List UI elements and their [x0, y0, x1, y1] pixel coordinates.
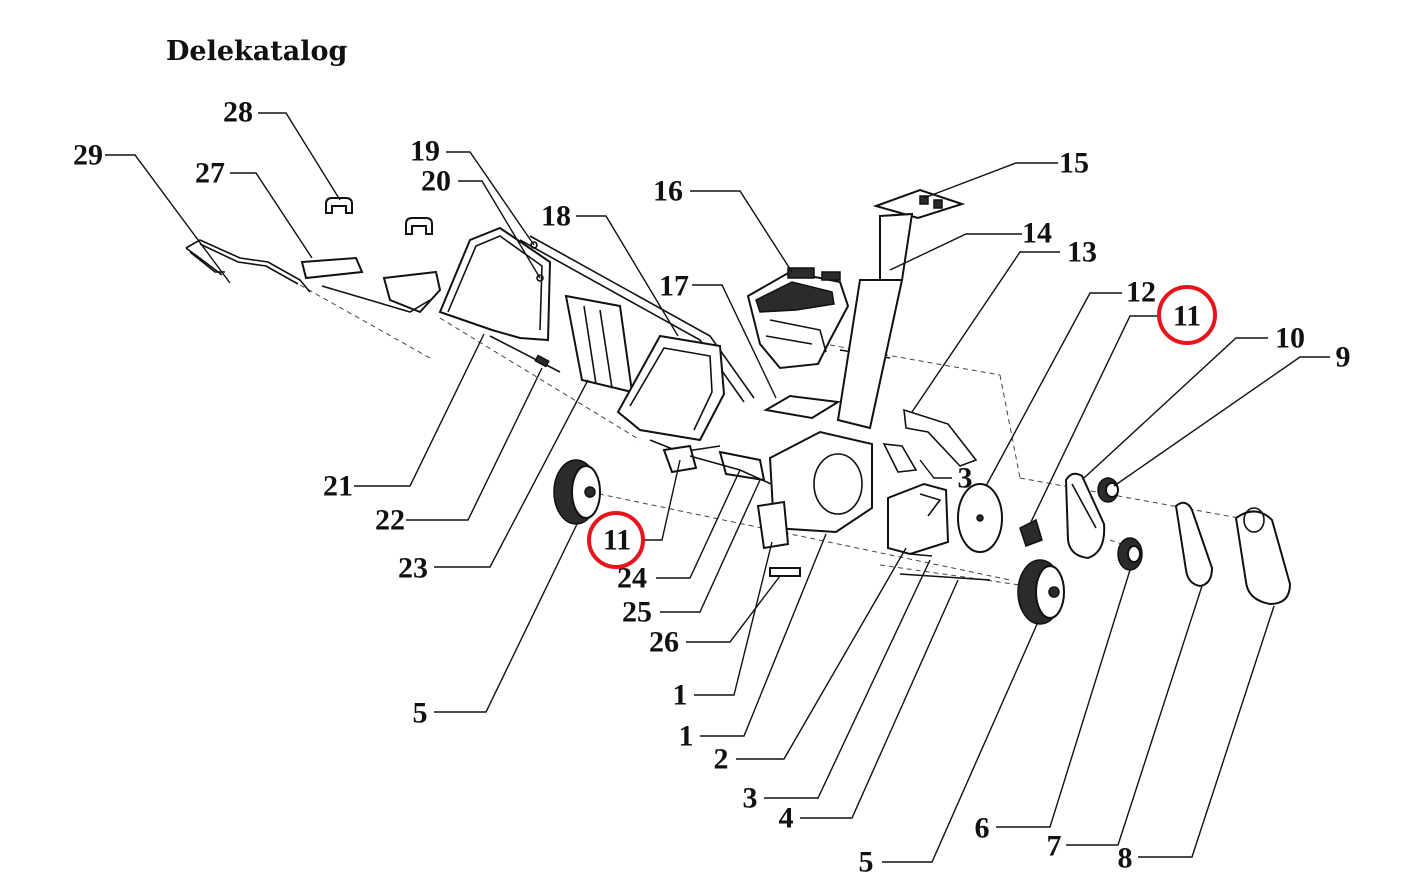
highlight-circle-11-lower: [587, 511, 645, 569]
v-belt-part: [1174, 501, 1214, 588]
callout-2: 2: [714, 743, 729, 776]
highlight-circles: [587, 285, 1217, 569]
callout-29: 29: [73, 139, 103, 172]
callout-8: 8: [1118, 842, 1133, 875]
small-pulley-part: [1117, 537, 1143, 571]
callout-27: 27: [195, 157, 225, 190]
hopper-frame-part: [438, 226, 755, 403]
callout-7: 7: [1047, 830, 1062, 863]
chute-part: [616, 334, 726, 453]
callout-15: 15: [1059, 147, 1089, 180]
drive-belt-part: [1064, 472, 1106, 560]
callout-5-right: 5: [859, 846, 874, 879]
callout-1-lower: 1: [679, 720, 694, 753]
callout-23: 23: [398, 552, 428, 585]
callout-11-lower: 11: [603, 524, 631, 557]
clip-part: [325, 197, 433, 235]
rod-part: [489, 335, 561, 373]
callout-20: 20: [421, 165, 451, 198]
callout-26: 26: [649, 626, 679, 659]
callout-28: 28: [223, 96, 253, 129]
chipper-housing-part: [756, 430, 873, 577]
callout-11-upper: 11: [1173, 300, 1201, 333]
callout-21: 21: [323, 470, 353, 503]
callout-14: 14: [1022, 217, 1052, 250]
hopper-plate-part: [300, 256, 442, 314]
callout-3-lower: 3: [743, 782, 758, 815]
pulley-part: [1097, 477, 1119, 503]
leader-lines: [105, 112, 1330, 863]
callout-22: 22: [375, 504, 405, 537]
callout-18: 18: [541, 200, 571, 233]
page-title: Delekatalog: [166, 36, 348, 67]
callout-13: 13: [1067, 236, 1097, 269]
callout-labels: 29 28 27 19 20 18 16 15 14 13 17 12 11 1…: [73, 96, 1351, 879]
belt-guard-part: [1234, 507, 1292, 606]
engine-part: [746, 267, 891, 370]
callout-1-upper: 1: [673, 679, 688, 712]
side-panel-part: [564, 294, 634, 394]
drum-part: [887, 482, 991, 581]
callout-17: 17: [659, 270, 689, 303]
wheel-right-part: [1017, 559, 1065, 625]
discharge-chute-part: [836, 188, 966, 430]
callout-4: 4: [779, 802, 794, 835]
callout-5-left: 5: [413, 697, 428, 730]
callout-6: 6: [975, 812, 990, 845]
callout-10: 10: [1275, 322, 1305, 355]
callout-3-upper: 3: [958, 462, 973, 495]
callout-12: 12: [1126, 276, 1156, 309]
wheel-left-part: [553, 459, 601, 525]
support-frame-part: [882, 408, 978, 473]
highlight-circle-11-upper: [1157, 285, 1217, 345]
flywheel-part: [957, 483, 1003, 553]
engine-base-part: [763, 394, 841, 420]
bearing-part: [1019, 518, 1043, 547]
callout-16: 16: [653, 175, 683, 208]
callout-9: 9: [1336, 341, 1351, 374]
callout-19: 19: [410, 135, 440, 168]
callout-25: 25: [622, 596, 652, 629]
axle-bracket-part: [662, 444, 781, 489]
